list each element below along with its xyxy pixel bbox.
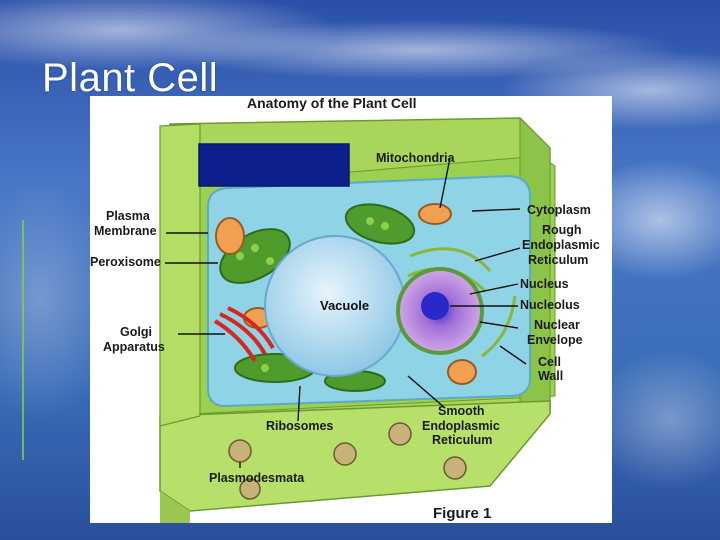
label-nuclear-envelope-1: Nuclear: [534, 318, 580, 332]
label-cytoplasm: Cytoplasm: [527, 203, 591, 217]
label-plasmodesmata: Plasmodesmata: [209, 471, 305, 485]
label-nucleus: Nucleus: [520, 277, 569, 291]
label-peroxisome: Peroxisome: [90, 255, 161, 269]
label-vacuole: Vacuole: [320, 298, 369, 313]
leader-lines: [165, 157, 527, 468]
label-nucleolus: Nucleolus: [520, 298, 580, 312]
label-cell-wall-2: Wall: [538, 369, 563, 383]
plant-cell-figure: Anatomy of the Plant Cell: [90, 96, 612, 523]
nucleolus: [421, 292, 449, 320]
label-golgi-1: Golgi: [120, 325, 152, 339]
figure-caption: Figure 1: [433, 505, 491, 522]
slide-title: Plant Cell: [42, 56, 219, 100]
label-plasma-membrane-2: Membrane: [94, 224, 157, 238]
label-ribosomes: Ribosomes: [266, 419, 333, 433]
label-rough-er-3: Reticulum: [528, 253, 588, 267]
label-rough-er-2: Endoplasmic: [522, 238, 600, 252]
plant-cell-diagram: Anatomy of the Plant Cell: [90, 96, 600, 523]
label-nuclear-envelope-2: Envelope: [527, 333, 583, 347]
golgi-apparatus: [213, 306, 275, 363]
label-mitochondria: Mitochondria: [376, 151, 456, 165]
label-rough-er-1: Rough: [542, 223, 582, 237]
accent-line: [22, 220, 24, 460]
label-smooth-er-1: Smooth: [438, 404, 485, 418]
label-smooth-er-3: Reticulum: [432, 433, 492, 447]
label-cell-wall-1: Cell: [538, 355, 561, 369]
label-golgi-2: Apparatus: [103, 340, 165, 354]
label-smooth-er-2: Endoplasmic: [422, 419, 500, 433]
redaction-box: [198, 143, 350, 187]
label-plasma-membrane-1: Plasma: [106, 209, 151, 223]
figure-heading: Anatomy of the Plant Cell: [247, 96, 417, 111]
plasmodesmata-dots: [228, 422, 467, 500]
